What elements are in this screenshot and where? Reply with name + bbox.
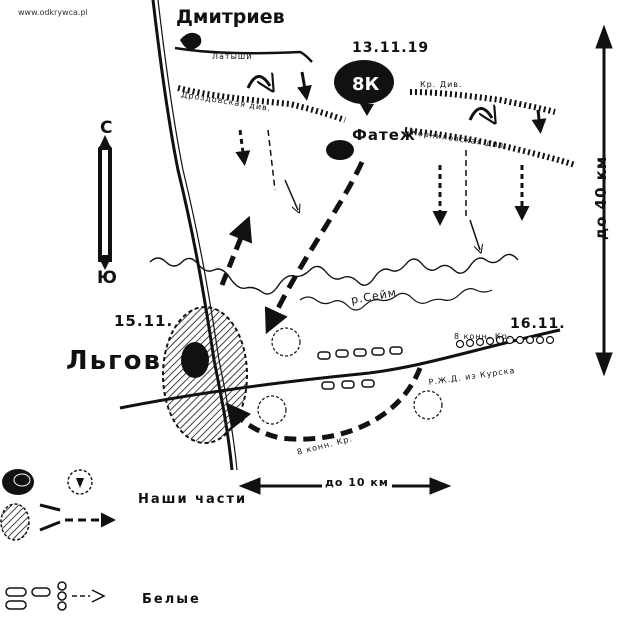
legend-whites-label: Белые (142, 592, 201, 607)
white-unit-arc-1 (246, 76, 270, 88)
red-cavalry-blob-icon: 8К (334, 60, 394, 116)
place-dmitriev: Дмитриев (176, 6, 285, 28)
attack-arrow-icon (235, 71, 547, 226)
unit-latyshi: Латыши (212, 52, 253, 61)
white-retreat-arrows (267, 129, 480, 250)
city-hatched-icon (162, 306, 248, 444)
unit-krasn-div: Кр. Див. (420, 80, 463, 89)
compass-south: Ю (97, 268, 118, 288)
compass-north: С (100, 118, 114, 138)
river-seim (149, 253, 519, 295)
river-seim-lower (299, 288, 493, 311)
date-13-11: 13.11.19 (352, 40, 430, 56)
place-fateh: Фатеж (352, 126, 416, 144)
scale-vertical-label: до 40 км (592, 155, 610, 240)
thrust-from-southeast (225, 367, 423, 442)
fateh-blob (326, 140, 354, 160)
svg-text:8К: 8К (352, 74, 380, 95)
date-16-11: 16.11. (510, 316, 566, 332)
watermark: www.odkrywca.pl (18, 8, 88, 17)
unit-konn-div-1: 8 конн. Кр. (454, 332, 512, 341)
white-carriages (317, 346, 403, 390)
main-thrust-north (219, 215, 253, 286)
legend-ours-symbols (0, 469, 116, 541)
legend-whites-symbols (5, 581, 106, 611)
front-line-left (174, 46, 313, 63)
legend-ours-label: Наши части (138, 492, 248, 507)
white-unit-arc-2 (468, 108, 492, 120)
compass-icon (98, 135, 112, 270)
front-line-drozd (177, 85, 346, 123)
front-line-korn (404, 127, 576, 168)
red-train-circles (455, 335, 555, 349)
place-lgov: Льгов (66, 346, 162, 376)
scale-horizontal-label: до 10 км (322, 476, 392, 489)
white-unit-circles (257, 327, 443, 425)
date-15-11: 15.11. (114, 312, 174, 330)
main-thrust-from-13-11 (264, 160, 365, 335)
vertical-scale-bar (595, 24, 613, 377)
cavalry-horse-head-icon (180, 32, 202, 50)
front-line-right (409, 89, 556, 115)
